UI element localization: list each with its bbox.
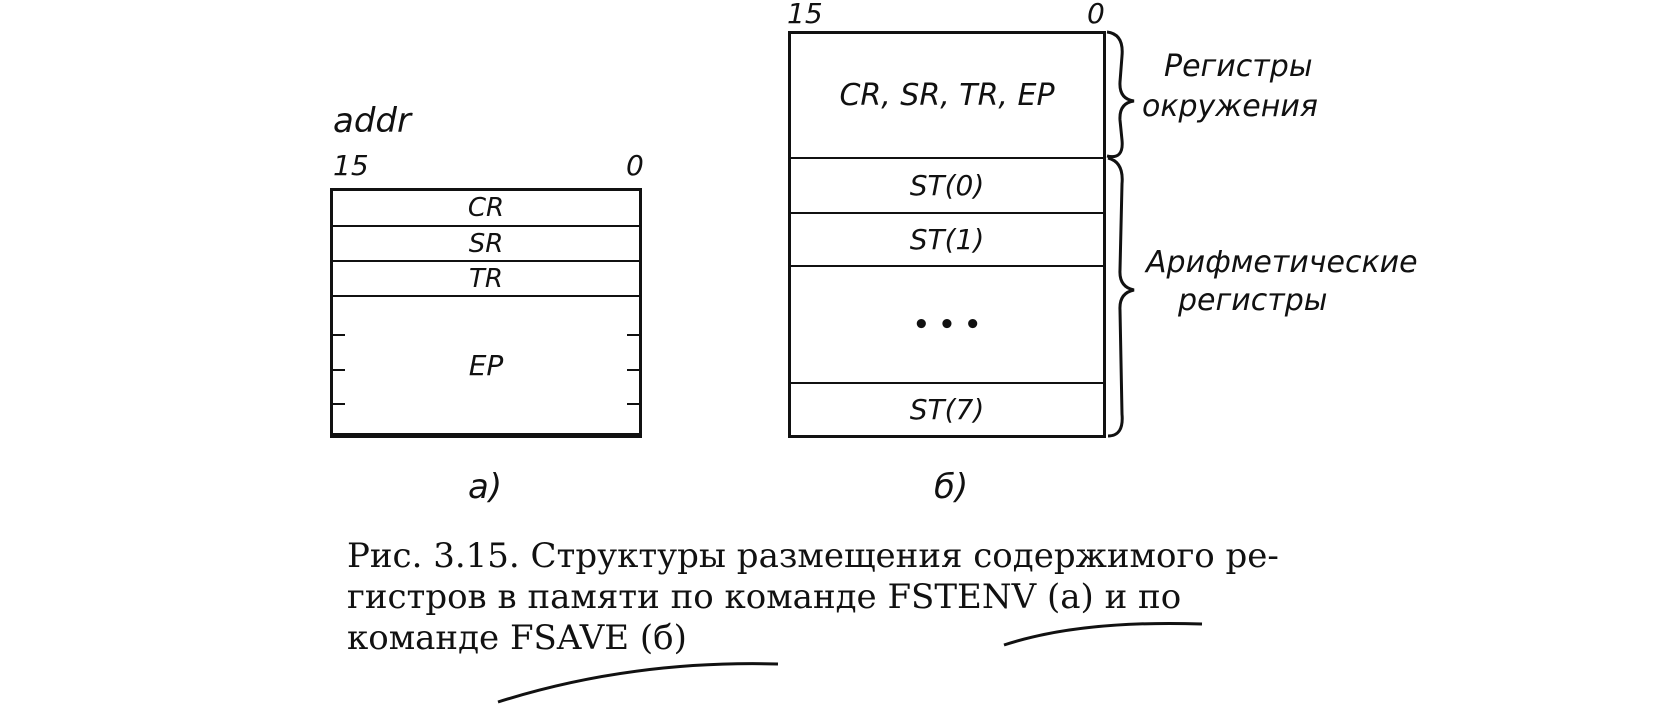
sublabel-b: б) bbox=[934, 467, 969, 507]
handwritten-underline bbox=[1003, 621, 1203, 647]
bit-high-label-a: 15 bbox=[333, 149, 369, 182]
brace-env-label-line1: Регистры bbox=[1164, 49, 1313, 84]
field-st0: ST(0) bbox=[791, 159, 1103, 214]
field-environment: CR, SR, TR, EP bbox=[791, 34, 1103, 159]
sublabel-a: a) bbox=[468, 467, 503, 507]
field-sr: SR bbox=[333, 227, 639, 262]
fsave-memory-layout: CR, SR, TR, EP ST(0) ST(1) • • • ST(7) bbox=[788, 31, 1106, 438]
brace-environment bbox=[1106, 30, 1135, 159]
field-tr: TR bbox=[333, 262, 639, 297]
word-tick bbox=[627, 403, 639, 405]
brace-arithmetic bbox=[1107, 156, 1135, 438]
handwritten-underline bbox=[497, 662, 779, 704]
addr-label: addr bbox=[333, 101, 411, 141]
brace-arith-label-line2: регистры bbox=[1178, 283, 1328, 318]
caption-line: Рис. 3.15. Структуры размещения содержим… bbox=[347, 536, 1279, 576]
word-tick bbox=[333, 369, 345, 371]
bit-low-label-a: 0 bbox=[626, 149, 644, 182]
field-st1: ST(1) bbox=[791, 214, 1103, 267]
field-ep: EP bbox=[333, 297, 639, 435]
field-ellipsis: • • • bbox=[791, 267, 1103, 384]
brace-arith-label-line1: Арифметические bbox=[1146, 245, 1418, 280]
word-tick bbox=[627, 369, 639, 371]
caption-line: гистров в памяти по команде FSTENV (а) и… bbox=[347, 577, 1182, 617]
word-tick bbox=[333, 403, 345, 405]
figure-caption: Рис. 3.15. Структуры размещения содержим… bbox=[347, 536, 1415, 659]
bit-high-label-b: 15 bbox=[787, 0, 823, 30]
field-cr: CR bbox=[333, 191, 639, 227]
brace-env-label-line2: окружения bbox=[1142, 89, 1318, 124]
word-tick bbox=[627, 334, 639, 336]
caption-line: команде FSAVE (б) bbox=[347, 618, 687, 658]
fstenv-memory-layout: CR SR TR EP bbox=[330, 188, 642, 438]
word-tick bbox=[333, 334, 345, 336]
field-st7: ST(7) bbox=[909, 393, 985, 426]
bit-low-label-b: 0 bbox=[1087, 0, 1105, 30]
